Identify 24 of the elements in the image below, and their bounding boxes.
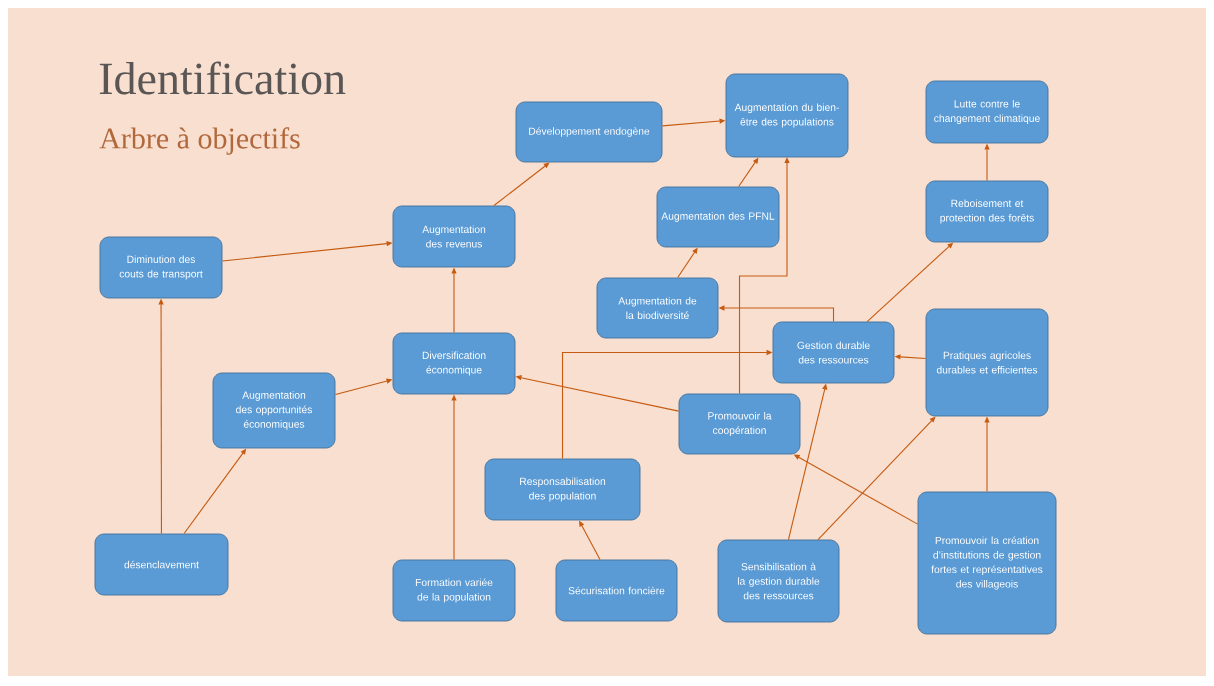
arrow: [738, 157, 790, 395]
process-box: Augmentation des opportunités économiques: [212, 372, 336, 449]
process-box: Diminution des couts de transport: [99, 236, 223, 299]
process-box: Sécurisation foncière: [555, 559, 678, 622]
process-box: Augmentation des PFNL: [656, 186, 780, 248]
subtitle: Arbre à objectifs: [99, 127, 300, 155]
process-box: Diversification économique: [392, 332, 516, 395]
process-box: Développement endogène: [515, 101, 663, 163]
title: Identification: [99, 61, 346, 95]
process-box: Formation variée de la population: [392, 559, 516, 622]
process-box: Responsabilisation des population: [484, 458, 641, 521]
process-box: Lutte contre le changement climatique: [925, 80, 1049, 144]
arrow: [493, 162, 550, 207]
process-box: Pratiques agricoles durables et efficientes: [925, 308, 1049, 417]
process-box: désenclavement: [94, 533, 229, 596]
process-box: Reboisement et protection des forêts: [925, 180, 1049, 243]
process-box: Augmentation des revenus: [392, 205, 516, 268]
process-box: Promouvoir la création d’institutions de gestion fortes et représentatives des villageois: [917, 491, 1057, 635]
process-box: Sensibilisation à la gestion durable des ressources: [717, 539, 840, 623]
process-box: Augmentation de la biodiversité: [596, 277, 719, 339]
process-box: Promouvoir la coopération: [678, 393, 801, 455]
process-box: Gestion durable des ressources: [772, 321, 895, 384]
process-box: Augmentation du bien-être des populations: [725, 73, 849, 158]
arrow: [817, 416, 936, 541]
